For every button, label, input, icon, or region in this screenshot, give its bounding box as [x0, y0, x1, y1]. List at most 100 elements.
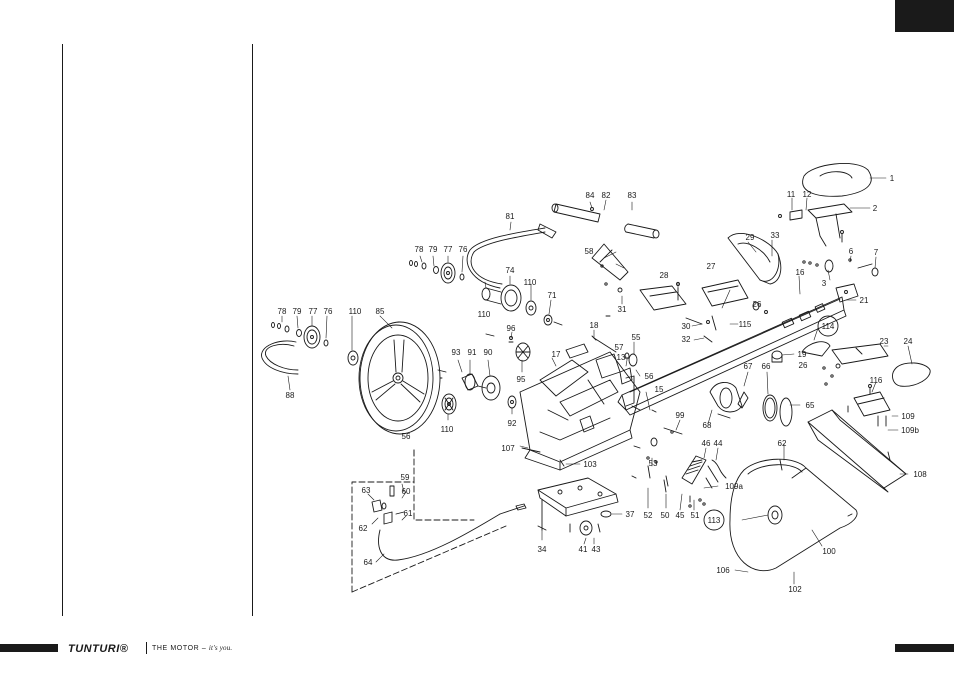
- callout-label: 115: [739, 320, 752, 329]
- callout-label: 65: [806, 401, 815, 410]
- bearing-110-left: [347, 350, 359, 366]
- callout-label: 113: [708, 516, 721, 525]
- footer-bar-right: [895, 644, 954, 652]
- callout-leaders: [281, 177, 913, 585]
- callout-label: 114: [822, 322, 835, 331]
- callout-label: 46: [702, 439, 711, 448]
- callout-label: 68: [703, 421, 712, 430]
- callout-ring-114: [817, 315, 839, 337]
- callout-label: 82: [602, 191, 611, 200]
- callout-label: 32: [682, 335, 691, 344]
- callout-label: 81: [506, 212, 515, 221]
- callout-label: 1: [890, 174, 895, 183]
- page-rule-middle: [252, 44, 253, 616]
- callout-label: 77: [309, 307, 318, 316]
- callout-label: 78: [415, 245, 424, 254]
- callout-label: 12: [803, 190, 812, 199]
- callout-label: 95: [517, 375, 526, 384]
- callout-label: 71: [548, 291, 557, 300]
- callout-label: 44: [714, 439, 723, 448]
- callout-label: 109: [901, 412, 915, 421]
- brake-lever: [665, 455, 727, 508]
- callout-label: 21: [860, 296, 869, 305]
- callout-label: 67: [744, 362, 753, 371]
- callout-label: 3: [822, 279, 827, 288]
- rear-end-cap: [771, 341, 931, 427]
- callout-label: 19: [798, 350, 807, 359]
- callout-label: 85: [376, 307, 385, 316]
- callout-label: 34: [538, 545, 547, 554]
- callout-label: 63: [362, 486, 371, 495]
- callout-ring-113: [703, 509, 725, 531]
- seat: [802, 163, 872, 197]
- callout-label: 28: [660, 271, 669, 280]
- callout-label: 100: [822, 547, 836, 556]
- callout-label: 11: [787, 190, 796, 199]
- callout-label: 74: [506, 266, 515, 275]
- callout-label: 15: [655, 385, 664, 394]
- callout-label: 7: [874, 248, 879, 257]
- roller-55-57: [619, 352, 638, 385]
- rope-88: [261, 340, 299, 375]
- callout-label: 51: [691, 511, 700, 520]
- callout-label: 76: [459, 245, 468, 254]
- pulley-77-upper: [409, 260, 465, 284]
- slogan-prefix: THE MOTOR –: [152, 645, 209, 652]
- shaft-assembly: [437, 369, 517, 409]
- guide-wheel-95: [508, 336, 531, 362]
- damper-parts: [709, 382, 793, 427]
- callout-label: 24: [904, 337, 913, 346]
- callout-label: 29: [746, 233, 755, 242]
- callout-labels: 1 2 3 6 7 11 12 13 15 16 17 18 19 21 23 …: [278, 174, 928, 594]
- callout-label: 57: [615, 343, 624, 352]
- callout-label: 17: [552, 350, 561, 359]
- callout-label: 27: [707, 262, 716, 271]
- callout-label: 16: [796, 268, 805, 277]
- callout-label: 96: [507, 324, 516, 333]
- callout-label: 18: [590, 321, 599, 330]
- callout-label: 61: [404, 509, 413, 518]
- callout-label: 110: [441, 425, 454, 434]
- callout-label: 52: [644, 511, 653, 520]
- seat-carriage: [778, 203, 879, 303]
- callout-label: 84: [586, 191, 595, 200]
- brake-cable-inset: [351, 449, 527, 593]
- callout-label: 31: [618, 305, 627, 314]
- callout-label: 2: [873, 204, 878, 213]
- callout-label: 59: [401, 473, 410, 482]
- callout-label: 88: [286, 391, 295, 400]
- callout-label: 56: [402, 432, 411, 441]
- callout-label: 13: [617, 353, 626, 362]
- slogan: THE MOTOR – it's you.: [152, 644, 232, 652]
- callout-label: 79: [293, 307, 302, 316]
- cover-100: [729, 458, 858, 572]
- footrest: [591, 233, 782, 343]
- footer-bar-left: [0, 644, 58, 652]
- cover-108: [807, 409, 907, 493]
- callout-label: 56: [645, 372, 654, 381]
- callout-label: 23: [880, 337, 889, 346]
- callout-label: 99: [676, 411, 685, 420]
- page-rule-left: [62, 44, 63, 616]
- callout-label: 58: [585, 247, 594, 256]
- callout-label: 83: [628, 191, 637, 200]
- callout-label: 76: [324, 307, 333, 316]
- callout-label: 53: [649, 459, 658, 468]
- callout-label: 106: [716, 566, 730, 575]
- callout-label: 102: [788, 585, 802, 594]
- callout-label: 110: [349, 307, 362, 316]
- wheel-110-lower: [441, 393, 457, 415]
- pull-strap: [466, 223, 557, 289]
- callout-label: 43: [592, 545, 601, 554]
- bolt-18: [591, 335, 617, 353]
- callout-label: 107: [501, 444, 515, 453]
- callout-label: 79: [429, 245, 438, 254]
- callout-label: 6: [849, 247, 854, 256]
- callout-label: 26: [753, 300, 762, 309]
- callout-label: 33: [771, 231, 780, 240]
- callout-label: 37: [626, 510, 635, 519]
- callout-label: 93: [452, 348, 461, 357]
- callout-label: 77: [444, 245, 453, 254]
- callout-label: 108: [913, 470, 927, 479]
